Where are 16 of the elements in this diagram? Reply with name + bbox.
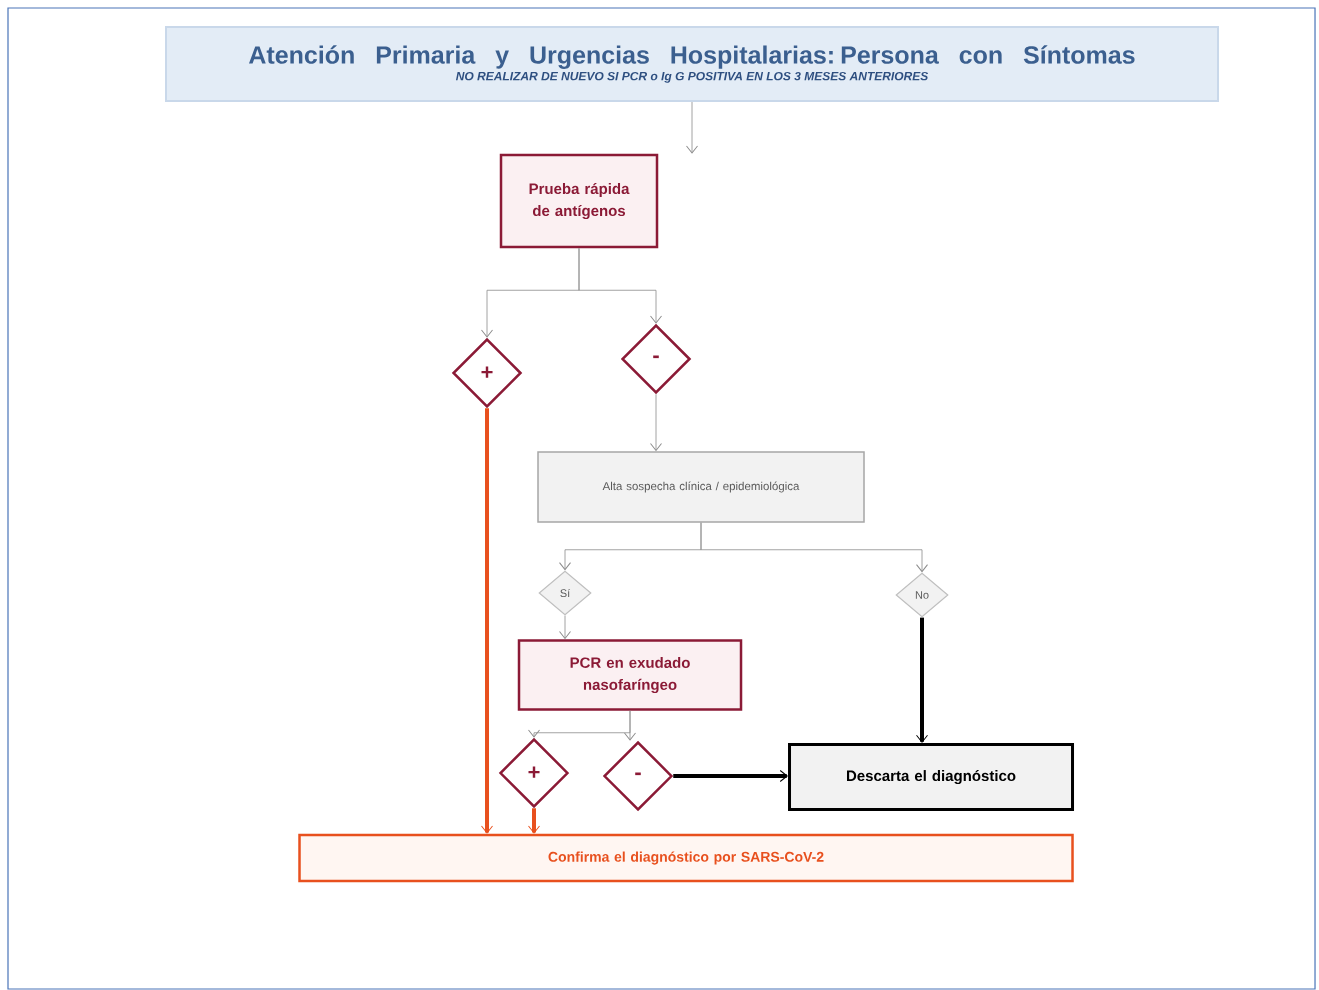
process-box: PCR en exudado nasofaríngeo (517, 639, 743, 711)
result-box: Descarta el diagnóstico (788, 743, 1074, 811)
process-box: Alta sospecha clínica / epidemiológica (537, 451, 865, 523)
arrow (650, 393, 662, 451)
process-box: Prueba rápida de antígenos (499, 153, 659, 249)
arrow (686, 101, 698, 154)
result-box: Confirma el diagnóstico por SARS-CoV-2 (298, 833, 1074, 883)
arrow (673, 770, 788, 782)
arrow (578, 247, 662, 324)
arrow (624, 710, 636, 741)
arrow (481, 408, 493, 834)
arrow (700, 522, 928, 573)
arrow (916, 617, 928, 743)
arrow (559, 615, 571, 639)
header-box: Atención Primaria y Urgencias Hospitalarias: Persona con Síntomas NO REALIZAR DE NUEVO SI PCR o Ig G POSITIVA EN LOS 3 MESES ANTERIORES (165, 26, 1219, 102)
arrow (528, 808, 540, 834)
